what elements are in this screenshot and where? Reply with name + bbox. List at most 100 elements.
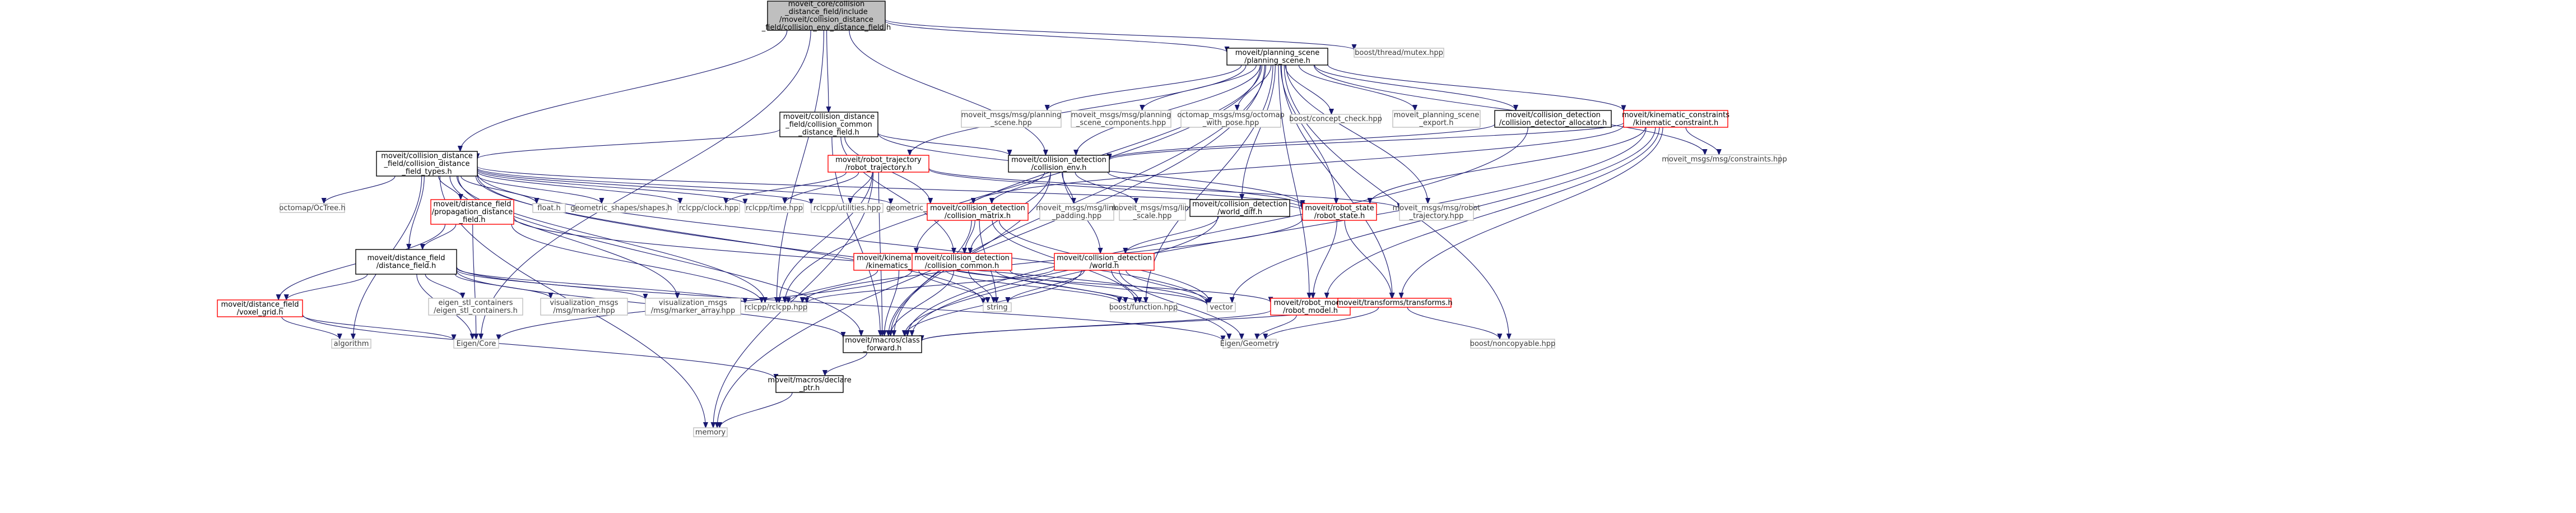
node-label: rclcpp/utilities.hpp <box>813 204 881 212</box>
edge-dfdf-to-eigenstl <box>425 274 463 299</box>
node-label: /kinematic_constraint.h <box>1633 119 1719 127</box>
node-box <box>280 203 345 213</box>
node-box <box>927 203 1029 221</box>
node-label: Eigen/Geometry <box>1220 340 1280 348</box>
node-box <box>1623 110 1728 128</box>
node-transforms[interactable]: moveit/transforms/transforms.h <box>1336 298 1453 308</box>
node-rmodel[interactable]: moveit/robot_model/robot_model.h <box>1270 298 1351 316</box>
node-box <box>331 339 371 349</box>
edge-kbase-to-rmodel <box>947 266 1271 303</box>
node-label: /collision_env.h <box>1031 164 1087 172</box>
node-box <box>912 253 1012 271</box>
edge-cdt-to-eigengeo <box>477 174 1229 339</box>
node-rstate[interactable]: moveit/robot_state/robot_state.h <box>1302 203 1377 221</box>
node-label: /collision_detector_allocator.h <box>1499 119 1607 127</box>
edge-classfwd-to-declptr <box>825 352 868 376</box>
node-label: _trajectory.hpp <box>1409 212 1464 220</box>
edge-kbase-to-string <box>918 270 988 303</box>
node-label: _field/collision_distance <box>383 160 469 168</box>
node-cenv[interactable]: moveit/collision_detection/collision_env… <box>1008 155 1110 173</box>
node-voxel[interactable]: moveit/distance_field/voxel_grid.h <box>217 299 303 317</box>
node-root[interactable]: moveit_core/collision_distance_field/inc… <box>761 0 891 32</box>
edge-kbase-to-classfwd <box>884 270 900 336</box>
node-dfdf[interactable]: moveit/distance_field/distance_field.h <box>355 249 457 275</box>
node-cdt[interactable]: moveit/collision_distance_field/collisio… <box>376 151 478 177</box>
node-ps[interactable]: moveit/planning_scene/planning_scene.h <box>1226 48 1328 66</box>
edge-transforms-to-noncopy <box>1407 307 1500 340</box>
edge-cenv-to-linkpad <box>1062 172 1074 204</box>
node-box <box>1494 110 1612 128</box>
edge-world-to-boostfn <box>1111 270 1140 303</box>
edge-rt-to-rclcpp <box>779 172 873 303</box>
edge-kbase-to-rclcpp <box>788 270 878 303</box>
edge-cdt-to-vismarkerarr <box>449 175 677 298</box>
edge-cmatrix-to-classfwd <box>889 220 972 336</box>
edge-cda-to-cenv <box>1109 123 1495 160</box>
edge-ps-to-rstate <box>1280 64 1336 204</box>
node-box <box>1207 302 1236 312</box>
node-dfprop[interactable]: moveit/distance_field/propagation_distan… <box>430 199 514 225</box>
node-wdiff[interactable]: moveit/collision_detection/world_diff.h <box>1189 199 1290 217</box>
node-label: /moveit/collision_distance <box>779 16 873 24</box>
node-eigengeo: Eigen/Geometry <box>1220 339 1280 349</box>
node-label: moveit/transforms/transforms.h <box>1336 299 1452 307</box>
node-box <box>1008 155 1110 173</box>
edge-root-to-cdc <box>827 30 829 112</box>
node-cdc[interactable]: moveit/collision_distance_field/collisio… <box>779 112 878 137</box>
edge-kbase-to-boostfn <box>945 270 1119 303</box>
node-classfwd[interactable]: moveit/macros/class_forward.h <box>843 335 922 353</box>
node-label: moveit_msgs/msg/link <box>1112 204 1193 212</box>
node-label: /eigen_stl_containers.h <box>434 307 518 315</box>
node-label: _field_types.h <box>401 168 452 176</box>
node-label: /distance_field.h <box>376 262 436 270</box>
edge-cdc-to-ccommon <box>840 136 954 253</box>
node-label: _field.h <box>459 216 486 224</box>
node-world[interactable]: moveit/collision_detection/world.h <box>1054 253 1155 271</box>
edge-rt-to-util <box>850 172 873 204</box>
node-cda[interactable]: moveit/collision_detection/collision_det… <box>1494 110 1612 128</box>
edge-cdt-to-octree <box>324 175 396 204</box>
node-label: moveit/distance_field <box>221 301 299 309</box>
node-label: boost/concept_check.hpp <box>1289 115 1382 123</box>
edge-ps-to-kc <box>1327 64 1624 111</box>
edge-ps-to-noncopy <box>1284 64 1509 339</box>
node-label: float.h <box>537 204 561 212</box>
edge-ps-to-boostfn <box>1146 64 1273 303</box>
node-cmatrix[interactable]: moveit/collision_detection/collision_mat… <box>927 203 1029 221</box>
node-label: /msg/marker.hpp <box>553 307 615 315</box>
edge-kc-to-constr <box>1685 127 1719 155</box>
node-boostfn: boost/function.hpp <box>1109 302 1178 312</box>
edge-cdc-to-cdt <box>477 129 780 159</box>
node-rt[interactable]: moveit/robot_trajectory/robot_trajectory… <box>827 155 929 173</box>
node-label: moveit/collision_distance <box>381 152 473 160</box>
node-box <box>745 302 807 312</box>
node-label: moveit/macros/declare <box>768 376 851 385</box>
edge-cda-to-classfwd <box>908 127 1528 336</box>
edge-voxel-to-eigencore <box>302 315 454 340</box>
node-box <box>1668 154 1781 164</box>
edge-ps-to-mps <box>1047 64 1242 111</box>
edge-transforms-to-eigengeo <box>1266 307 1379 340</box>
dependency-nodes: moveit_core/collision_distance_field/inc… <box>217 0 1787 437</box>
node-label: /propagation_distance <box>432 208 513 216</box>
node-label: _scale.hpp <box>1133 212 1172 220</box>
node-kc[interactable]: moveit/kinematic_constraints/kinematic_c… <box>1622 110 1729 128</box>
node-box <box>1180 110 1281 128</box>
node-ccommon[interactable]: moveit/collision_detection/collision_com… <box>912 253 1012 271</box>
edge-wdiff-to-world <box>1126 216 1219 254</box>
node-label: memory <box>695 428 726 437</box>
edge-cdt-to-bodies <box>477 168 891 205</box>
edge-ps-to-rmodel <box>1278 64 1309 298</box>
node-psexp: moveit_planning_scene_export.h <box>1392 110 1481 128</box>
edge-kc-to-classfwd <box>912 127 1647 336</box>
edge-voxel-to-algorithm <box>281 316 340 340</box>
node-label: moveit/collision_distance <box>783 113 875 121</box>
node-box <box>645 298 741 316</box>
node-declptr[interactable]: moveit/macros/declare_ptr.h <box>768 375 852 393</box>
node-box <box>811 203 884 213</box>
node-label: moveit_planning_scene <box>1394 111 1480 119</box>
node-box <box>1039 203 1114 221</box>
node-label: moveit/collision_detection <box>1505 111 1601 119</box>
node-label: moveit_core/collision <box>788 0 865 8</box>
node-time: rclcpp/time.hpp <box>745 203 804 213</box>
